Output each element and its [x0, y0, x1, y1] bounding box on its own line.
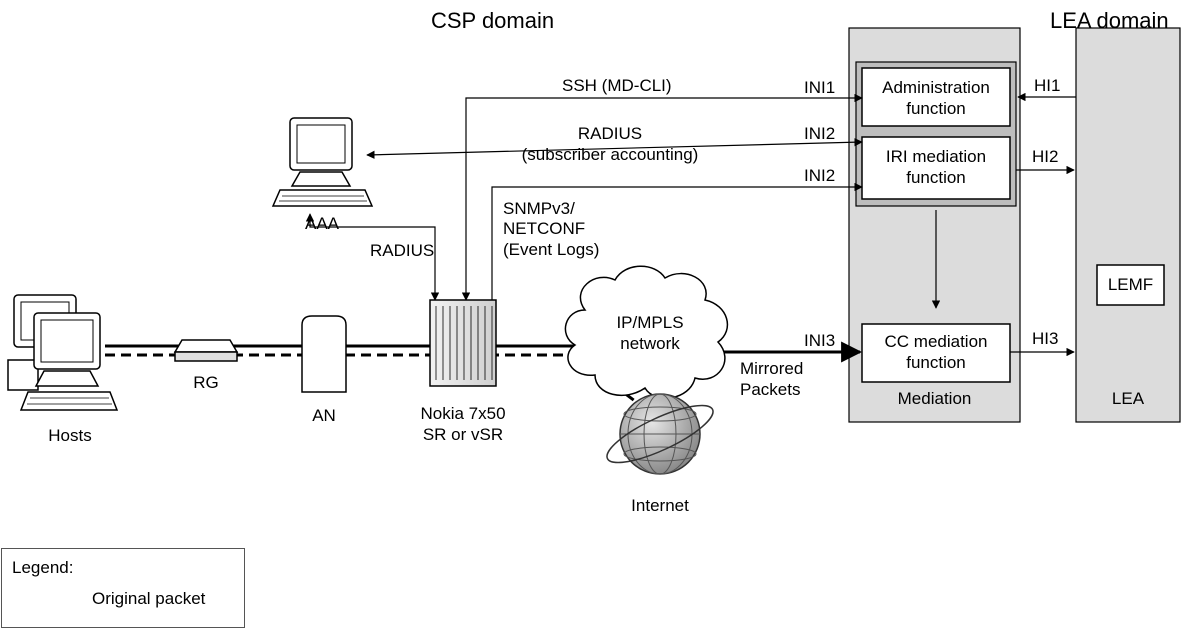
legend-title: Legend: — [12, 558, 74, 577]
aaa-computer-icon — [271, 117, 374, 207]
mirrored-label-1: Mirrored — [740, 359, 804, 378]
cc-function-label-2: function — [906, 353, 966, 372]
ssh-label: SSH (MD-CLI) — [562, 76, 672, 95]
snmp-netconf-link — [491, 182, 863, 300]
lemf-box — [1096, 264, 1165, 306]
ssh-link — [461, 93, 863, 301]
administration-function-box — [861, 67, 1011, 127]
hi1-label: HI1 — [1034, 76, 1061, 95]
snmp-label-3: (Event Logs) — [503, 240, 600, 259]
hosts-label: Hosts — [48, 426, 92, 445]
ini1-label: INI1 — [804, 78, 836, 97]
lemf-label: LEMF — [1107, 275, 1154, 294]
internet-globe-icon — [606, 393, 714, 475]
mirrored-label-2: Packets — [740, 380, 801, 399]
nokia-label-2: SR or vSR — [422, 425, 504, 444]
rg-label: RG — [193, 373, 219, 392]
ipmpls-label-1: IP/MPLS — [616, 313, 684, 332]
ipmpls-label-2: network — [620, 334, 680, 353]
iri-mediation-function-box — [861, 136, 1011, 200]
rg-device-icon — [173, 339, 239, 362]
admin-function-label-2: function — [906, 99, 966, 118]
radius-accounting-link — [366, 137, 863, 160]
nokia-router-icon — [429, 299, 497, 387]
radius-label: RADIUS — [370, 241, 435, 260]
ini2b-label: INI2 — [804, 166, 836, 185]
hi3-label: HI3 — [1032, 329, 1059, 348]
snmp-label-1: SNMPv3/ — [503, 199, 575, 218]
admin-function-label-1: Administration — [882, 78, 990, 97]
internet-label: Internet — [631, 496, 689, 515]
hi2-label: HI2 — [1032, 147, 1059, 166]
hosts-computers-icon — [7, 294, 119, 411]
iri-function-label-2: function — [906, 168, 966, 187]
csp-domain-header: CSP domain — [431, 8, 555, 33]
cc-function-label-1: CC mediation — [884, 332, 988, 351]
aaa-label: AAA — [304, 214, 340, 233]
ip-mpls-cloud — [564, 265, 729, 399]
lea-domain-header: LEA domain — [1050, 8, 1169, 33]
an-device-icon — [301, 315, 347, 393]
ini2a-label: INI2 — [804, 124, 836, 143]
an-label: AN — [312, 406, 336, 425]
ini3-label: INI3 — [804, 331, 836, 350]
legend-box — [1, 548, 245, 628]
nokia-label-1: Nokia 7x50 — [420, 404, 506, 423]
iri-function-label-1: IRI mediation — [885, 147, 987, 166]
snmp-label-2: NETCONF — [503, 219, 586, 238]
lea-label: LEA — [1111, 389, 1145, 408]
radius-accounting-label-1: RADIUS — [577, 124, 643, 143]
mediation-label: Mediation — [897, 389, 972, 408]
legend-original-packet-label: Original packet — [92, 589, 206, 608]
lea-box — [1075, 27, 1181, 423]
radius-aaa-link — [305, 213, 440, 301]
radius-accounting-label-2: (subscriber accounting) — [521, 145, 699, 164]
